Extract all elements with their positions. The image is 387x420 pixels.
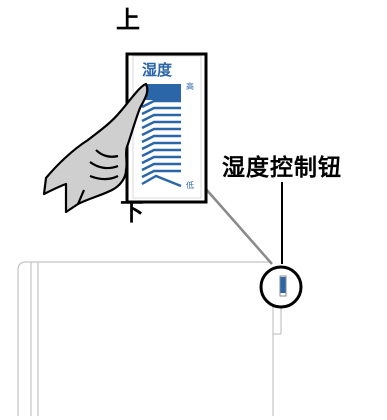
humidity-slider-icon [141, 99, 182, 188]
panel-high-label: 高 [186, 82, 194, 91]
refrigerator-outline [17, 261, 282, 416]
humidity-slider-knob[interactable] [143, 84, 181, 100]
label-up: 上 [116, 6, 140, 34]
panel-title: 湿度 [142, 61, 173, 79]
humidity-knob-small[interactable] [279, 275, 287, 297]
humidity-control-label: 湿度控制钮 [222, 155, 342, 181]
panel-low-label: 低 [186, 181, 194, 190]
label-down: 下 [120, 198, 144, 226]
pointing-hand-icon [42, 82, 149, 214]
leader-line [197, 179, 273, 265]
